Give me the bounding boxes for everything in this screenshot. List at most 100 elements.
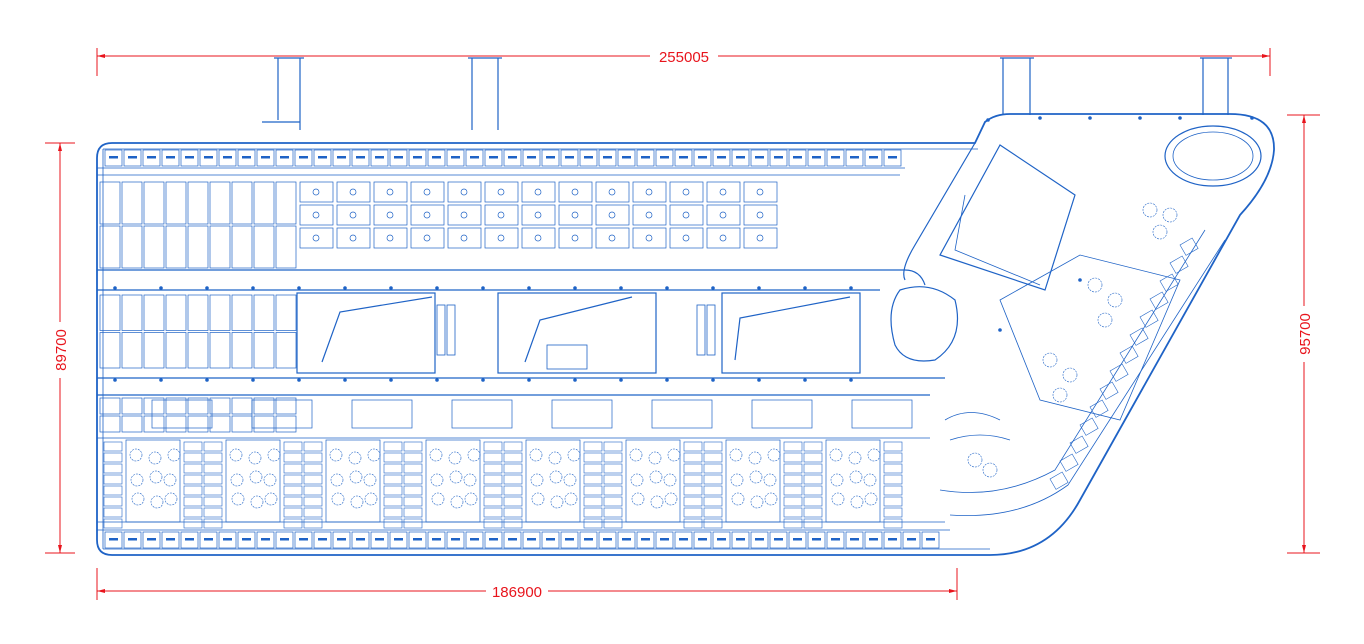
room-cell [121, 294, 143, 331]
ward-fixture [719, 188, 727, 196]
room-cell [142, 149, 161, 167]
ward-fixture [460, 211, 468, 219]
room-furniture [831, 538, 840, 541]
wing-room [403, 452, 423, 463]
room-furniture [470, 538, 479, 541]
courtyard-tree [850, 495, 864, 509]
wing-room [283, 518, 303, 529]
east-wing-room [1109, 363, 1129, 382]
courtyard-tree [431, 492, 445, 506]
room-cell [121, 332, 143, 369]
atrium-west-ramp [321, 296, 433, 363]
room-cell [99, 294, 121, 331]
room-cell [731, 149, 750, 167]
wing-room [303, 452, 323, 463]
ward-cell [373, 227, 408, 249]
ward-fixture [682, 188, 690, 196]
wing-room [103, 507, 123, 518]
room-cell [275, 149, 294, 167]
structural-column [573, 378, 577, 382]
room-furniture [698, 156, 707, 159]
structural-column [251, 378, 255, 382]
structural-column [297, 378, 301, 382]
room-cell [104, 531, 123, 549]
atrium-east-ramp [734, 296, 851, 361]
room-furniture [603, 156, 612, 159]
room-cell [883, 531, 902, 549]
room-cell [187, 332, 209, 369]
wing-room [703, 463, 723, 474]
courtyard-tree [429, 448, 443, 462]
room-furniture [888, 538, 897, 541]
room-furniture [337, 156, 346, 159]
ward-fixture [645, 234, 653, 242]
wing-room [103, 452, 123, 463]
room-cell [275, 225, 297, 269]
wing-room [503, 507, 523, 518]
east-lobby-blob [890, 286, 959, 362]
room-cell [845, 149, 864, 167]
atrium-west [296, 292, 436, 374]
ward-cell [410, 227, 445, 249]
east-wing-room [1149, 291, 1169, 310]
structural-column [159, 378, 163, 382]
room-cell [712, 149, 731, 167]
east-wing-room [1139, 309, 1159, 328]
ward-fixture [756, 211, 764, 219]
wing-room [583, 463, 603, 474]
wing-room [503, 452, 523, 463]
room-furniture [736, 156, 745, 159]
room-cell [446, 149, 465, 167]
ward-cell [595, 204, 630, 226]
ward-cell [706, 204, 741, 226]
courtyard-tree [729, 448, 743, 462]
room-furniture [280, 538, 289, 541]
room-cell [769, 531, 788, 549]
room-cell [655, 149, 674, 167]
room-furniture [793, 156, 802, 159]
wing-room [783, 496, 803, 507]
building-plan [96, 57, 1275, 556]
ward-cell [558, 181, 593, 203]
wing-room [683, 474, 703, 485]
wing-room [303, 507, 323, 518]
atrium-east [721, 292, 861, 374]
wing-room [483, 496, 503, 507]
room-cell [180, 149, 199, 167]
wing-room [283, 463, 303, 474]
wing-room [183, 452, 203, 463]
room-cell [256, 531, 275, 549]
courtyard-tree [348, 451, 362, 465]
dimension-label-bg-right [1294, 306, 1314, 362]
east-wing-room [1069, 435, 1089, 454]
ward-fixture [756, 234, 764, 242]
room-furniture [641, 156, 650, 159]
courtyard-tree [1152, 224, 1168, 240]
east-wing-atrium [939, 144, 1076, 291]
room-cell [864, 149, 883, 167]
room-furniture [508, 156, 517, 159]
room-cell [99, 181, 121, 225]
wing-room [883, 496, 903, 507]
ward-fixture [719, 211, 727, 219]
room-cell [143, 181, 165, 225]
ward-cell [743, 181, 778, 203]
courtyard-tree [567, 448, 581, 462]
wing-room [703, 518, 723, 529]
east-wing-west-wall [903, 142, 976, 281]
ward-cell [299, 181, 334, 203]
wing-room [383, 485, 403, 496]
wing-room [683, 496, 703, 507]
wing-room [783, 518, 803, 529]
courtyard [525, 439, 581, 523]
room-cell [165, 332, 187, 369]
courtyard-tree [829, 448, 843, 462]
courtyard-tree [631, 492, 645, 506]
room-cell [275, 332, 297, 369]
wing-room [303, 485, 323, 496]
wing-room [883, 474, 903, 485]
courtyard [625, 439, 681, 523]
courtyard-tree [749, 470, 763, 484]
wing-room [283, 474, 303, 485]
ward-fixture [608, 211, 616, 219]
